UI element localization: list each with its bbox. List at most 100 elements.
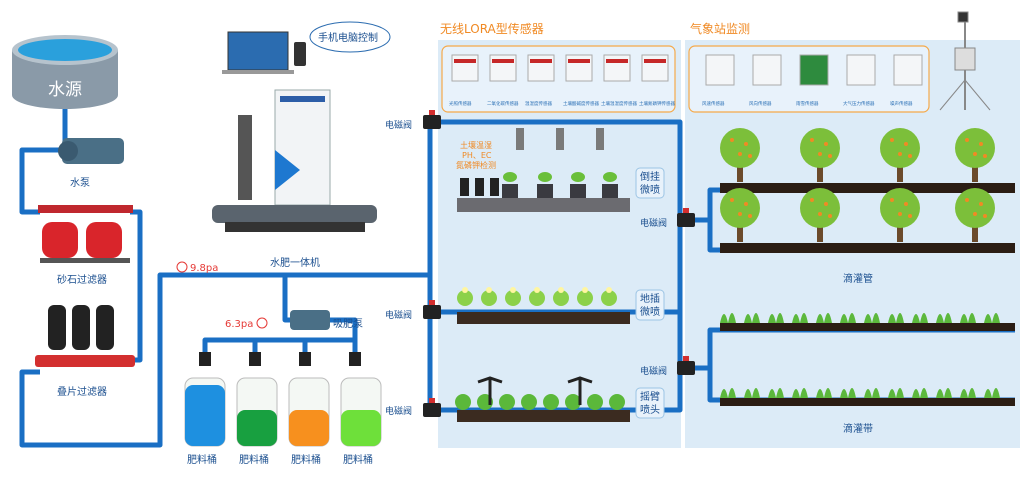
grass-crop-icon (840, 388, 856, 398)
sensor-label: 土壤温湿度传感器 (601, 100, 637, 107)
fruit (828, 214, 832, 218)
fruit (730, 198, 734, 202)
soil-probe-label: 氮磷钾检测 (456, 160, 496, 170)
plant-pot (502, 184, 518, 198)
grass-crop-icon (912, 313, 928, 323)
sand-filter-label: 砂石过滤器 (57, 273, 107, 286)
tree-trunk (972, 220, 978, 242)
fruit (818, 212, 822, 216)
soil-probe-label: 土壤温湿 (460, 140, 492, 150)
fruit (890, 138, 894, 142)
valve-cap (429, 110, 435, 115)
fruit (824, 142, 828, 146)
flower (510, 287, 516, 293)
soil-probe-label: PH、EC (462, 151, 492, 160)
flower-plant-icon (529, 290, 545, 306)
drip-tape-row (720, 323, 1015, 331)
drip-pipe-row (720, 183, 1015, 193)
zone-label: 地插 (640, 292, 660, 305)
valve-cap (683, 208, 689, 213)
fruit (730, 138, 734, 142)
grass-crop-icon (840, 313, 856, 323)
solenoid-valve-label: 电磁阀 (640, 365, 667, 377)
valve-cap (429, 300, 435, 305)
grass-crop-icon (744, 313, 760, 323)
flower-plant-icon (457, 290, 473, 306)
flower-plant-icon (481, 290, 497, 306)
fruit (904, 202, 908, 206)
fruit (979, 142, 983, 146)
grass-crop-icon (984, 313, 1000, 323)
barrel-label: 肥料桶 (291, 453, 321, 466)
sensor-display (606, 59, 628, 63)
pressure-gauge-icon (256, 317, 268, 329)
barrel-label: 肥料桶 (187, 453, 217, 466)
sensor-label: 大气压力传感器 (843, 100, 875, 107)
sensor-display (530, 59, 552, 63)
grass-crop-icon (792, 313, 808, 323)
weather-station-icon (939, 11, 991, 111)
zone-label-box (635, 167, 665, 199)
rocker-sprinkler-icon (567, 376, 593, 405)
fruit (818, 152, 822, 156)
sensor-device-icon (527, 54, 555, 82)
solenoid-valve-icon (677, 361, 695, 375)
sensor-device-icon (565, 54, 593, 82)
fert-pressure-value: 6.3pa (225, 319, 253, 330)
sensor-label: 二氧化碳传感器 (487, 100, 519, 107)
sensor-device-icon (451, 54, 479, 82)
grass-crop-icon (744, 388, 760, 398)
main-pressure-value: 9.8pa (190, 263, 218, 274)
barrel-valve-icon (249, 352, 261, 366)
fertilizer-level (237, 410, 277, 446)
micro-sprayer-icon (516, 128, 524, 150)
sensor-label: 土壤氮磷钾传感器 (639, 100, 675, 107)
solenoid-valve-label: 电磁阀 (385, 405, 412, 417)
fruit (810, 198, 814, 202)
barrel-valve-icon (299, 352, 311, 366)
soil-sensor-icon (460, 178, 469, 196)
soil-sensor-icon (490, 178, 499, 196)
grass-crop-icon (720, 313, 736, 323)
drip-pipe-row (720, 243, 1015, 253)
zone-label: 喷头 (640, 404, 660, 416)
grass-crop-icon (888, 313, 904, 323)
fruit (890, 198, 894, 202)
crop-plant-icon (499, 394, 515, 410)
fruit-tree-icon (880, 188, 920, 228)
zone-label: 摇臂 (640, 390, 660, 403)
fruit (748, 214, 752, 218)
grass-crop-icon (816, 388, 832, 398)
crop-plant-icon (543, 394, 559, 410)
crop-plant-icon (455, 394, 471, 410)
zone-label-box (635, 387, 665, 419)
flower-plant-icon (601, 290, 617, 306)
tree-trunk (817, 220, 823, 242)
grass-crop-icon (936, 388, 952, 398)
barrel-valve-icon (349, 352, 361, 366)
fruit (738, 212, 742, 216)
rocker-sprinkler-icon (477, 376, 503, 405)
solenoid-valve-icon (423, 403, 441, 417)
fruit (908, 154, 912, 158)
barrel-valve-icon (199, 352, 211, 366)
sensor-device-icon (705, 54, 735, 86)
flower (606, 287, 612, 293)
fruit-tree-icon (955, 128, 995, 168)
grass-crop-icon (960, 313, 976, 323)
fruit-tree-icon (720, 188, 760, 228)
fertilizer-pump-icon (290, 310, 330, 330)
sensor-device-icon (893, 54, 923, 86)
solenoid-valve-icon (423, 115, 441, 129)
disc-filter-icon (35, 305, 135, 367)
fruit-tree-icon (720, 128, 760, 168)
flower (462, 287, 468, 293)
pump-label: 水泵 (70, 177, 90, 189)
sand-filter-icon (38, 205, 133, 263)
flower (558, 287, 564, 293)
flower (582, 287, 588, 293)
cloud-bubble (309, 21, 391, 53)
fruit-tree-icon (880, 128, 920, 168)
valve-cap (429, 398, 435, 403)
fruit-tree-icon (800, 128, 840, 168)
